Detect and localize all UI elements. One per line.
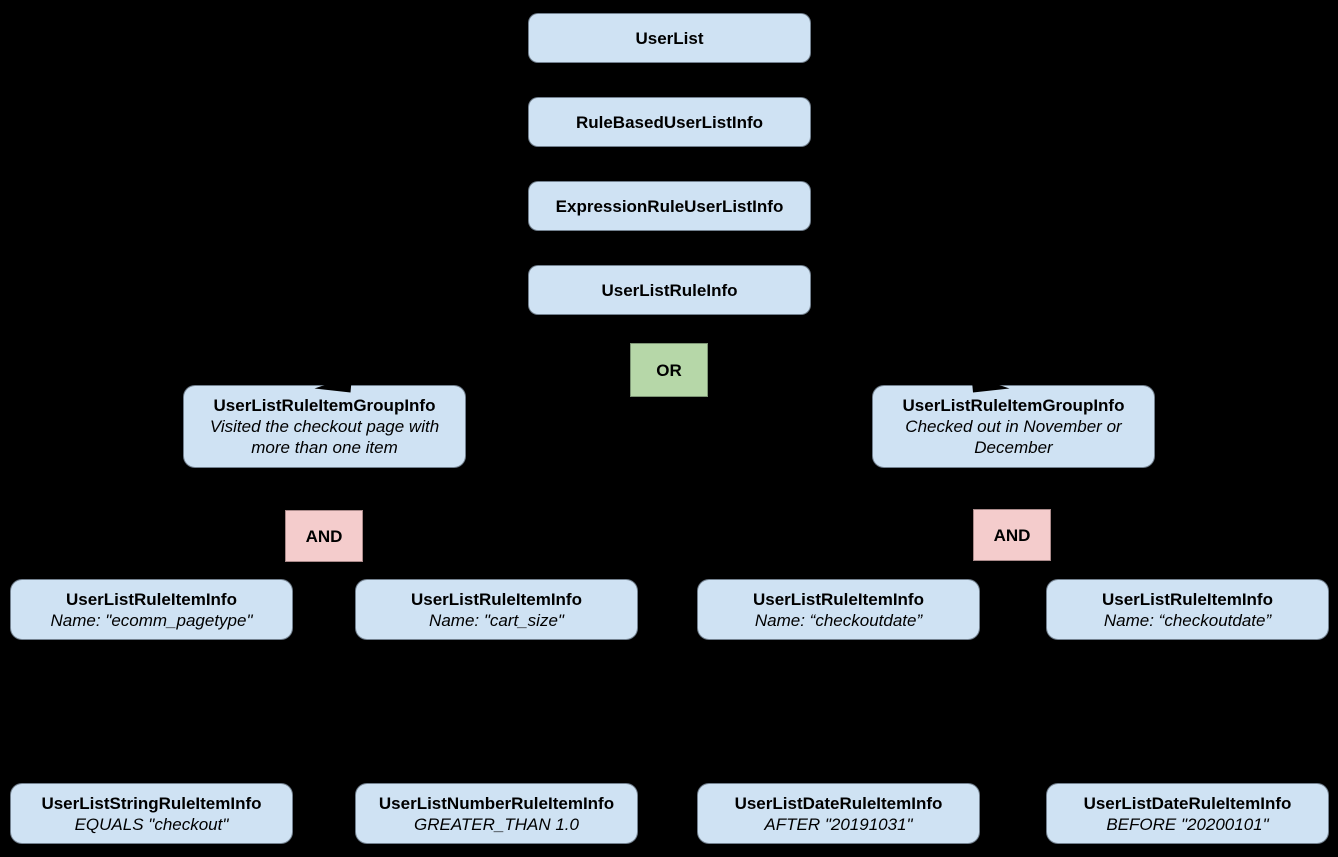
node-userlistruleinfo-label: UserListRuleInfo [601,280,738,300]
leaf-label: UserListNumberRuleItemInfo [378,793,615,813]
and-right-label: AND [993,525,1031,545]
leaf-label: UserListDateRuleItemInfo [1083,793,1292,813]
rule-item-label: UserListRuleItemInfo [753,589,924,609]
node-rulebaseduserlistinfo: RuleBasedUserListInfo [528,97,811,147]
rule-item-node-cart-size: UserListRuleItemInfo Name: "cart_size" [355,579,638,640]
leaf-description: EQUALS "checkout" [74,814,229,834]
node-expressionruleuserlistinfo-label: ExpressionRuleUserListInfo [555,196,784,216]
leaf-label: UserListDateRuleItemInfo [734,793,943,813]
and-operator-node-left: AND [285,510,363,562]
or-operator-node: OR [630,343,708,397]
group-node-left: UserListRuleItemGroupInfo Visited the ch… [183,385,466,468]
rule-item-node-checkoutdate-1: UserListRuleItemInfo Name: “checkoutdate… [697,579,980,640]
node-userlistruleinfo: UserListRuleInfo [528,265,811,315]
rule-item-description: Name: "cart_size" [429,610,564,630]
group-left-description: Visited the checkout page with more than… [209,417,440,457]
leaf-description: GREATER_THAN 1.0 [413,814,579,834]
leaf-node-date-rule-item-before: UserListDateRuleItemInfo BEFORE "2020010… [1046,783,1329,844]
group-left-label: UserListRuleItemGroupInfo [213,396,436,415]
node-userlist: UserList [528,13,811,63]
or-operator-label: OR [656,360,682,380]
rule-item-label: UserListRuleItemInfo [1102,589,1273,609]
node-userlist-label: UserList [635,28,704,48]
group-right-label: UserListRuleItemGroupInfo [902,396,1125,415]
rule-item-description: Name: “checkoutdate” [1103,610,1272,630]
leaf-description: BEFORE "20200101" [1106,814,1269,834]
rule-item-description: Name: "ecomm_pagetype" [50,610,253,630]
rule-item-description: Name: “checkoutdate” [754,610,923,630]
rule-item-node-checkoutdate-2: UserListRuleItemInfo Name: “checkoutdate… [1046,579,1329,640]
rule-item-label: UserListRuleItemInfo [66,589,237,609]
and-operator-node-right: AND [973,509,1051,561]
rule-item-node-ecomm-pagetype: UserListRuleItemInfo Name: "ecomm_pagety… [10,579,293,640]
leaf-node-string-rule-item: UserListStringRuleItemInfo EQUALS "check… [10,783,293,844]
group-right-description: Checked out in November or December [905,417,1122,457]
leaf-label: UserListStringRuleItemInfo [41,793,262,813]
and-left-label: AND [305,526,343,546]
leaf-node-date-rule-item-after: UserListDateRuleItemInfo AFTER "20191031… [697,783,980,844]
node-expressionruleuserlistinfo: ExpressionRuleUserListInfo [528,181,811,231]
group-node-right: UserListRuleItemGroupInfo Checked out in… [872,385,1155,468]
leaf-description: AFTER "20191031" [764,814,913,834]
leaf-node-number-rule-item: UserListNumberRuleItemInfo GREATER_THAN … [355,783,638,844]
node-rulebaseduserlistinfo-label: RuleBasedUserListInfo [575,112,764,132]
rule-item-label: UserListRuleItemInfo [411,589,582,609]
